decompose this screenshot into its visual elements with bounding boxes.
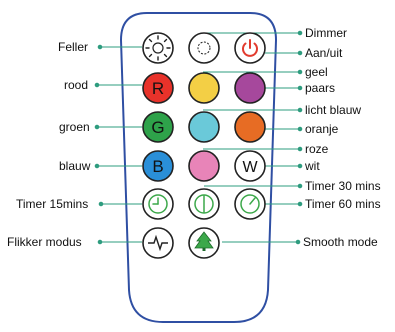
label-licht-blauw: licht blauw [305,103,362,117]
label-paars: paars [305,81,336,95]
label-roze: roze [305,142,329,156]
label-oranje: oranje [305,122,339,136]
label-timer30: Timer 30 mins [305,179,381,193]
power-button[interactable] [234,32,266,64]
timer-30-button[interactable] [188,188,220,220]
label-blauw: blauw [59,159,91,173]
orange-button[interactable] [234,111,266,143]
pulse-icon [148,234,168,252]
green-letter: G [151,118,164,137]
dimmer-button[interactable] [188,32,220,64]
green-button[interactable]: G [142,111,174,143]
label-feller: Feller [58,40,89,54]
label-flikker: Flikker modus [7,235,82,249]
tree-icon [194,231,214,251]
yellow-button[interactable] [188,72,220,104]
label-rood: rood [64,78,89,92]
power-icon [242,39,258,57]
timer-clock-icon [148,194,168,214]
red-letter: R [152,79,164,98]
feller-button[interactable] [142,32,174,64]
feller-sun-icon [152,42,164,54]
label-dimmer: Dimmer [305,26,347,40]
white-letter: W [242,159,258,176]
flicker-button[interactable] [142,227,174,259]
timer-clock-icon [194,194,214,214]
label-wit: wit [305,159,320,173]
white-button[interactable]: W [234,150,266,182]
label-groen: groen [59,120,90,134]
blue-button[interactable]: B [142,150,174,182]
blue-letter: B [152,157,163,176]
leader-lines [94,30,303,245]
timer-15-button[interactable] [142,188,174,220]
label-geel: geel [305,65,328,79]
label-timer15: Timer 15mins [16,197,89,211]
timer-clock-icon [240,194,260,214]
label-smooth: Smooth mode [303,235,378,249]
label-power: Aan/uit [305,46,343,60]
red-button[interactable]: R [142,72,174,104]
dimmer-sun-icon [197,41,211,55]
light-blue-button[interactable] [188,111,220,143]
label-timer60: Timer 60 mins [305,197,381,211]
purple-button[interactable] [234,72,266,104]
timer-60-button[interactable] [234,188,266,220]
pink-button[interactable] [188,150,220,182]
smooth-button[interactable] [188,227,220,259]
